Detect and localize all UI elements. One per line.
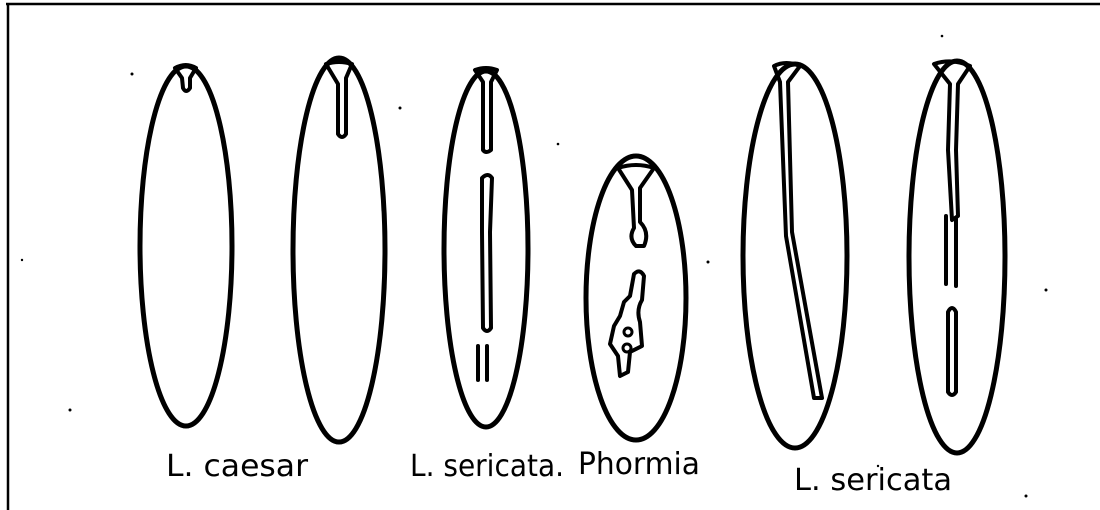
hatching-line: [774, 63, 822, 398]
hatching-line-middle: [482, 175, 492, 331]
egg-caesar-1: [140, 65, 232, 426]
hatching-line: [326, 62, 352, 137]
hatching-line-upper: [934, 61, 970, 220]
egg-phormia: [586, 156, 686, 440]
label-sericata-1: L. sericata.: [410, 449, 564, 484]
label-caesar: L. caesar: [166, 449, 309, 484]
hatching-line-lower: [610, 271, 644, 376]
paper-specks: [21, 35, 1048, 498]
hatching-line-upper: [618, 165, 654, 246]
label-phormia: Phormia: [578, 447, 700, 482]
egg-sericata-2: [743, 63, 847, 448]
droplet-lower: [623, 344, 631, 352]
egg-sericata-3: [909, 61, 1005, 453]
hatching-line-lower: [948, 308, 956, 395]
hatching-line-upper: [475, 68, 497, 152]
label-sericata-2: L. sericata: [794, 463, 952, 498]
droplet-upper: [624, 328, 632, 336]
egg-outline: [140, 66, 232, 426]
egg-outline: [586, 156, 686, 440]
egg-sericata-1: [444, 68, 528, 427]
egg-caesar-2: [293, 58, 385, 442]
